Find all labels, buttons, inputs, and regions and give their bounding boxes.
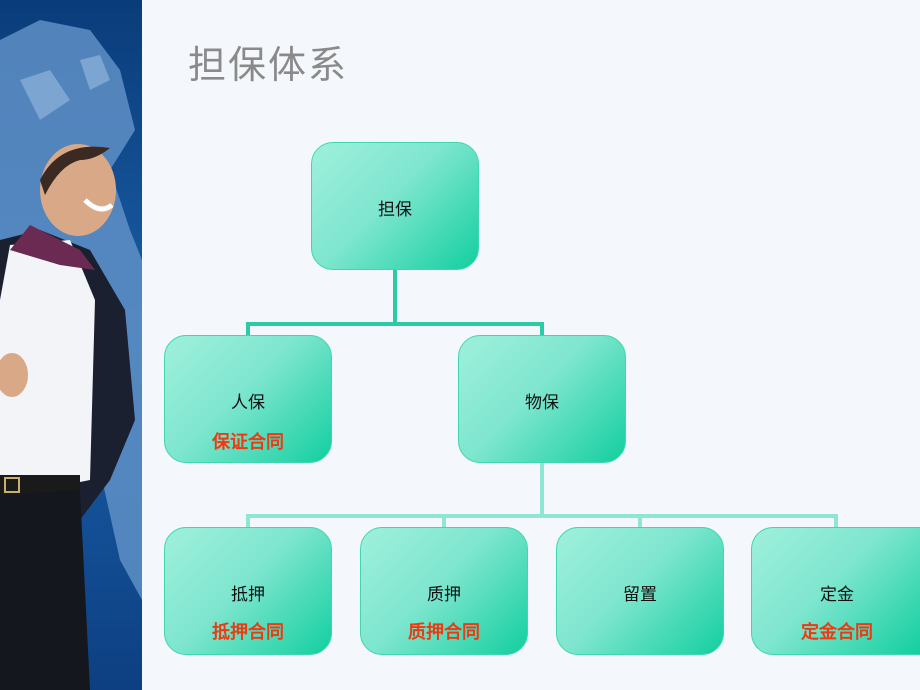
- node-property-guarantee: 物保: [458, 335, 626, 463]
- tie: [10, 225, 95, 270]
- root-connector: [246, 270, 544, 337]
- node-lien: 留置: [556, 527, 724, 655]
- node-sublabel: 质押合同: [408, 622, 480, 643]
- hair: [40, 146, 110, 195]
- page-title: 担保体系: [188, 43, 349, 87]
- node-label: 质押: [427, 585, 461, 605]
- white-shirt: [0, 240, 95, 490]
- node-sublabel: 抵押合同: [212, 622, 284, 643]
- node-sublabel: 保证合同: [212, 432, 284, 453]
- node-deposit: 定金 定金合同: [751, 527, 920, 655]
- businessman-photo: [0, 0, 142, 690]
- trousers: [0, 490, 90, 690]
- node-label: 物保: [525, 393, 559, 413]
- node-label: 留置: [623, 585, 657, 605]
- hand: [0, 353, 28, 397]
- node-personal-guarantee: 人保 保证合同: [164, 335, 332, 463]
- node-label: 抵押: [231, 585, 265, 605]
- node-sublabel: 定金合同: [801, 622, 873, 643]
- node-label: 担保: [378, 200, 412, 220]
- node-pledge: 质押 质押合同: [360, 527, 528, 655]
- node-label: 人保: [231, 393, 265, 413]
- node-mortgage: 抵押 抵押合同: [164, 527, 332, 655]
- node-guarantee: 担保: [311, 142, 479, 270]
- material-connector: [246, 463, 838, 529]
- node-label: 定金: [820, 585, 854, 605]
